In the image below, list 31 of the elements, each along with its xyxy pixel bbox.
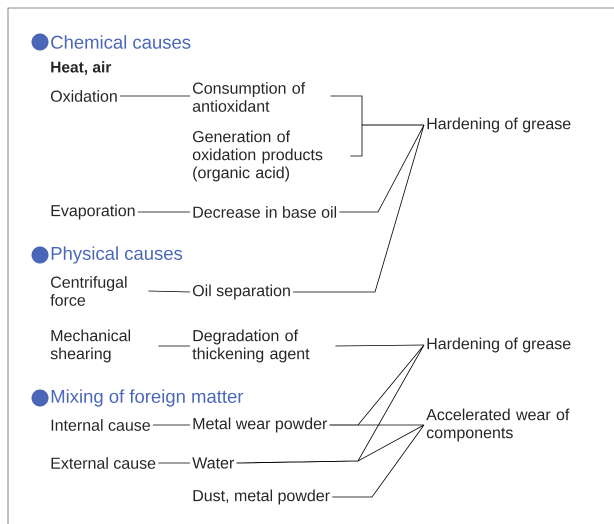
cause-text: External cause — [52, 457, 156, 469]
cause-text: Water — [192, 457, 234, 469]
cause-text: Dust, metal powder — [194, 490, 330, 504]
cause-text: Metal wear powder — [194, 418, 328, 432]
cause-text: Mechanical shearing — [50, 330, 130, 362]
section-heading: Mixing of foreign matter — [32, 389, 244, 407]
connector-line — [350, 124, 424, 156]
connector-line — [338, 124, 424, 212]
cause-text: Internal cause — [52, 419, 150, 431]
cause-text: Hardening of grease — [428, 118, 570, 132]
cause-text: Evaporation — [52, 204, 135, 220]
section-heading: Physical causes — [32, 246, 182, 264]
connector-line — [152, 424, 190, 426]
connector-line — [236, 424, 424, 464]
cause-text: Consumption of antioxidant — [192, 82, 306, 112]
cause-text: Centrifugal force — [50, 276, 126, 306]
cause-text: Accelerated wear of components — [426, 408, 570, 442]
cause-text: Degradation of thickening agent — [192, 330, 310, 362]
cause-text: Oxidation — [50, 90, 117, 102]
cause-text: Oil separation — [192, 284, 290, 300]
connector-line — [158, 462, 190, 464]
cause-text: Generation of oxidation products (organic acid) — [192, 130, 322, 182]
connector-line — [335, 344, 424, 346]
connector-line — [329, 424, 424, 426]
section-heading: Chemical causes — [32, 34, 190, 50]
connector-line — [292, 124, 424, 292]
subheading: Heat, air — [51, 61, 112, 75]
cause-text: Hardening of grease — [428, 338, 570, 352]
cause-text: Decrease in base oil — [194, 206, 336, 218]
connector-line — [148, 290, 190, 292]
connector-line — [332, 424, 424, 498]
